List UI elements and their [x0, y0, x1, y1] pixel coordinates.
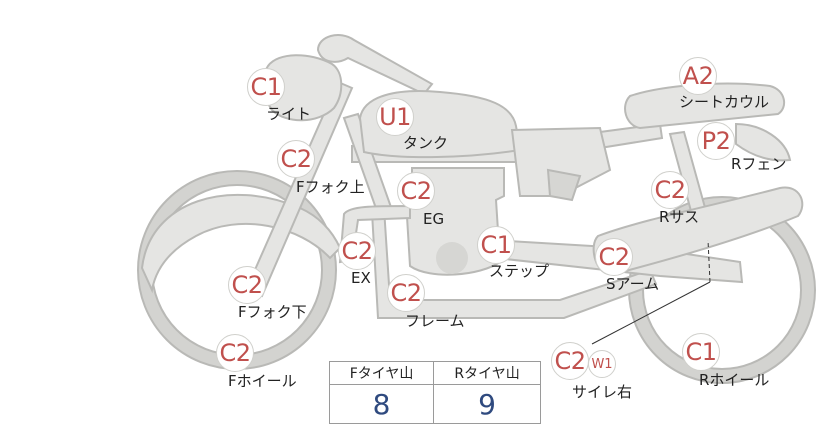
rear-fender-shape	[735, 122, 792, 162]
part-label-front-wheel: Fホイール	[228, 372, 297, 390]
part-marker-muffler-right[interactable]: C2	[551, 342, 589, 380]
part-marker-tank[interactable]: U1	[376, 98, 414, 136]
part-code: C2	[554, 347, 586, 375]
rear-tire-tread-value: 9	[433, 384, 541, 424]
muffler-callout-line	[591, 281, 711, 345]
part-marker-exhaust[interactable]: C2	[338, 232, 376, 270]
rear-tire-tread-header: Rタイヤ山	[433, 361, 541, 385]
part-label-rear-wheel: Rホイール	[699, 371, 770, 389]
engine-cover-shape	[436, 242, 468, 274]
part-label-swing-arm: Sアーム	[606, 275, 660, 293]
front-tire-tread-header: Fタイヤ山	[328, 361, 435, 385]
part-code: C2	[231, 271, 263, 299]
part-code: U1	[379, 103, 411, 131]
part-label-fork-lower: Fフォク下	[238, 303, 307, 321]
part-label-tank: タンク	[403, 134, 449, 152]
part-code: C1	[480, 231, 512, 259]
part-label-rear-fender: Rフェン	[731, 155, 787, 173]
part-marker-rear-suspension[interactable]: C2	[651, 171, 689, 209]
part-label-engine: EG	[423, 210, 445, 228]
side-panel-shape	[546, 168, 582, 202]
part-code: C1	[250, 73, 282, 101]
part-code: C2	[219, 339, 251, 367]
part-marker-fork-upper[interactable]: C2	[277, 140, 315, 178]
part-code: P2	[701, 127, 731, 155]
part-label-frame: フレーム	[405, 312, 465, 330]
part-marker-front-wheel[interactable]: C2	[216, 334, 254, 372]
part-marker-seat-cowl[interactable]: A2	[679, 57, 717, 95]
part-code: C2	[390, 279, 422, 307]
part-marker-rear-fender[interactable]: P2	[697, 122, 735, 160]
part-code: C2	[654, 176, 686, 204]
tire-tread-table: Fタイヤ山 Rタイヤ山 8 9	[328, 361, 541, 424]
part-code: C2	[400, 177, 432, 205]
part-code: C2	[341, 237, 373, 265]
part-marker-swing-arm[interactable]: C2	[595, 238, 633, 276]
part-label-rear-suspension: Rサス	[659, 208, 700, 226]
part-code: A2	[682, 62, 714, 90]
part-code: C2	[598, 243, 630, 271]
part-sub-marker-muffler-right[interactable]: W1	[588, 350, 616, 378]
part-label-exhaust: EX	[351, 269, 371, 287]
part-marker-step[interactable]: C1	[477, 226, 515, 264]
part-label-light: ライト	[266, 105, 312, 123]
part-marker-rear-wheel[interactable]: C1	[682, 333, 720, 371]
part-code: C2	[280, 145, 312, 173]
part-code: C1	[685, 338, 717, 366]
part-marker-engine[interactable]: C2	[397, 172, 435, 210]
part-marker-frame[interactable]: C2	[387, 274, 425, 312]
part-marker-fork-lower[interactable]: C2	[228, 266, 266, 304]
part-label-seat-cowl: シートカウル	[679, 93, 770, 111]
front-tire-tread-value: 8	[328, 384, 435, 424]
part-marker-light[interactable]: C1	[247, 68, 285, 106]
handlebar-shape	[316, 34, 434, 96]
muffler-callout-dash	[707, 239, 711, 283]
seat-cowl-shape	[624, 82, 786, 130]
side-cover-shape	[510, 126, 612, 197]
part-label-muffler-right: サイレ右	[572, 383, 633, 401]
part-label-fork-upper: Fフォク上	[296, 178, 365, 196]
part-label-step: ステップ	[489, 262, 550, 280]
